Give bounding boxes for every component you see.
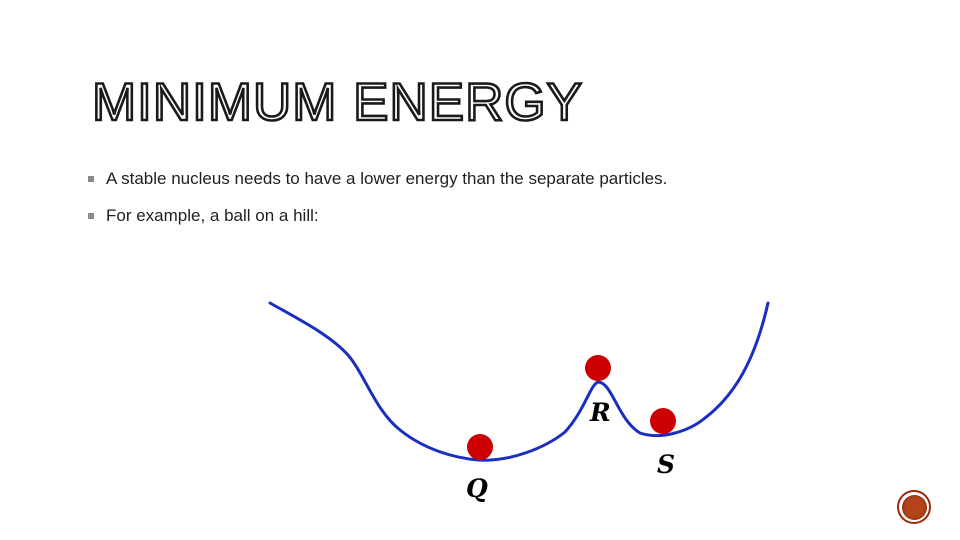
label-r: R <box>589 398 611 427</box>
bullet-text: For example, a ball on a hill: <box>106 206 319 225</box>
slide-title: MINIMUM ENERGY <box>91 72 584 134</box>
ball-q <box>467 434 493 460</box>
bullet-text: A stable nucleus needs to have a lower e… <box>106 169 668 188</box>
bullet-list: A stable nucleus needs to have a lower e… <box>88 168 667 242</box>
bullet-item: A stable nucleus needs to have a lower e… <box>88 168 667 190</box>
bullet-item: For example, a ball on a hill: <box>88 205 667 227</box>
energy-curve <box>268 301 770 462</box>
bullet-square-icon <box>88 176 94 182</box>
nav-button-fill <box>901 494 927 520</box>
label-s: S <box>657 450 675 479</box>
circle-nav-icon[interactable] <box>897 490 931 524</box>
ball-r <box>585 355 611 381</box>
ball-s <box>650 408 676 434</box>
bullet-square-icon <box>88 213 94 219</box>
label-q: Q <box>466 474 488 503</box>
